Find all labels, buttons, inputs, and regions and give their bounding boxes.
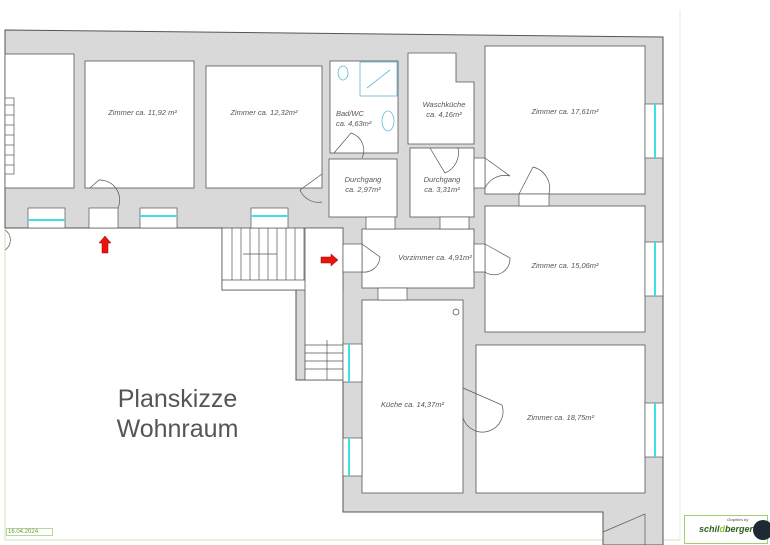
label-durchgang-1-area: ca. 2,97m² bbox=[345, 185, 381, 194]
toilet-icon bbox=[337, 65, 349, 81]
shower-icon bbox=[359, 61, 398, 97]
label-zimmer-3: Zimmer ca. 17,61m² bbox=[531, 107, 599, 116]
label-waschkueche-name: Waschküche bbox=[422, 100, 466, 109]
room-durchgang-2 bbox=[409, 147, 475, 218]
entrance-arrow-up-icon bbox=[98, 235, 112, 254]
label-zimmer-4: Zimmer ca. 15,06m² bbox=[531, 261, 599, 270]
windows bbox=[28, 104, 656, 476]
rooms bbox=[4, 45, 646, 494]
doors bbox=[4, 132, 646, 545]
label-vorzimmer: Vorzimmer ca. 4,91m² bbox=[398, 253, 472, 262]
company-logo: Graphics by schildberger bbox=[684, 515, 770, 544]
openings bbox=[27, 103, 664, 477]
label-waschkueche-area: ca. 4,16m² bbox=[426, 110, 462, 119]
bathroom-fixtures bbox=[337, 61, 460, 316]
label-zimmer-2: Zimmer ca. 12,32m² bbox=[230, 108, 298, 117]
room-zimmer-3 bbox=[484, 45, 646, 195]
room-zimmer-1 bbox=[84, 60, 195, 189]
radiator bbox=[4, 97, 15, 175]
plan-title-line-2: Wohnraum bbox=[116, 415, 239, 443]
room-durchgang-1 bbox=[328, 158, 398, 218]
plan-title-line-1: Planskizze bbox=[117, 385, 238, 413]
label-zimmer-5: Zimmer ca. 18,75m² bbox=[526, 413, 595, 422]
room-bad bbox=[329, 60, 399, 154]
label-bad-name: Bad/WC bbox=[336, 109, 364, 118]
plan-date: 16.04.2024 bbox=[6, 528, 54, 536]
label-zimmer-1: Zimmer ca. 11,92 m² bbox=[108, 108, 177, 117]
stairs bbox=[222, 228, 343, 380]
label-bad-area: ca. 4,63m² bbox=[336, 119, 372, 128]
label-durchgang-2-name: Durchgang bbox=[423, 175, 461, 184]
room-zimmer-2 bbox=[205, 65, 323, 189]
room-zimmer-4 bbox=[484, 205, 646, 333]
label-kueche: Küche ca. 14,37m² bbox=[381, 400, 444, 409]
room-kueche bbox=[361, 299, 464, 494]
label-durchgang-1-name: Durchgang bbox=[344, 175, 382, 184]
entrance-arrow-right-icon bbox=[320, 253, 339, 267]
room-left-partial bbox=[4, 53, 75, 189]
room-vorzimmer bbox=[361, 228, 475, 289]
stair-corridor bbox=[304, 227, 344, 381]
sink-icon bbox=[381, 110, 395, 132]
room-waschkueche bbox=[407, 52, 475, 145]
label-durchgang-2-area: ca. 3,31m² bbox=[424, 185, 460, 194]
room-zimmer-5 bbox=[475, 344, 646, 494]
